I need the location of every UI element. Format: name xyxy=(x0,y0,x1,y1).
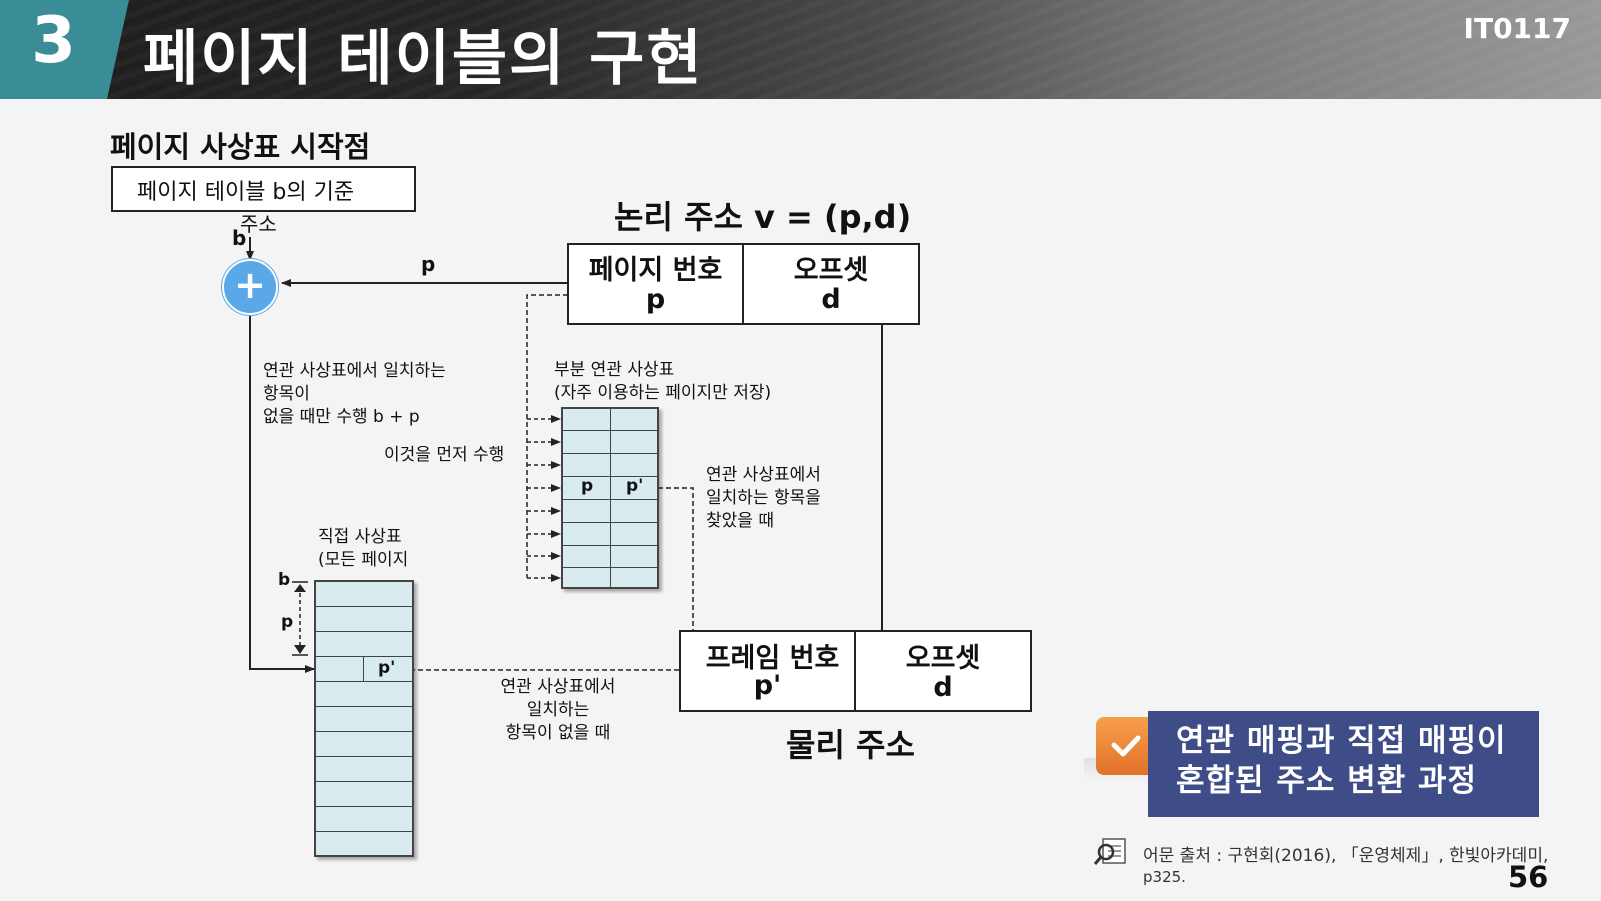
title-line: 부분 연관 사상표 xyxy=(554,360,675,380)
note-line: 일치하는 항목을 xyxy=(706,488,821,508)
partial-table-title: 부분 연관 사상표 (자주 이용하는 페이지만 저장) xyxy=(554,359,771,405)
partial-row-p: p xyxy=(581,476,594,496)
assoc-found-note: 연관 사상표에서 일치하는 항목을 찾았을 때 xyxy=(706,464,821,533)
note-line: 없을 때만 수행 b + p xyxy=(263,407,420,427)
direct-p-label: p xyxy=(281,612,294,632)
title-line: (모든 페이지 xyxy=(318,550,409,570)
base-address-sub: 주소 xyxy=(240,212,277,236)
course-code: IT0117 xyxy=(1463,12,1571,45)
check-icon xyxy=(1111,735,1141,757)
source-citation-page: p325. xyxy=(1143,868,1186,886)
frame-header: 프레임 번호 xyxy=(705,643,840,674)
direct-b-label: b xyxy=(278,570,291,590)
chapter-badge xyxy=(0,0,129,99)
do-first-note: 이것을 먼저 수행 xyxy=(384,445,505,465)
chapter-number: 3 xyxy=(31,4,76,78)
base-address-box xyxy=(111,166,416,212)
callout-tab xyxy=(1096,717,1152,775)
frame-cell xyxy=(679,630,856,712)
physical-offset-cell xyxy=(854,630,1032,712)
page-number: 56 xyxy=(1508,860,1549,894)
source-citation: 어문 출처 : 구현회(2016), 「운영체제」, 한빛아카데미, xyxy=(1143,846,1549,866)
summary-callout: 연관 매핑과 직접 매핑이 혼합된 주소 변환 과정 xyxy=(1148,711,1539,817)
arrow-p-label: p xyxy=(421,252,436,276)
direct-table-title: 직접 사상표 (모든 페이지 xyxy=(318,526,408,572)
partial-row-pprime: p' xyxy=(626,476,644,496)
note-line: 일치하는 xyxy=(526,700,590,720)
note-line: 찾았을 때 xyxy=(706,511,774,531)
note-line: 항목이 xyxy=(263,384,310,404)
frame-value: p' xyxy=(753,670,782,701)
note-line: 연관 사상표에서 xyxy=(500,677,616,697)
search-document-icon xyxy=(1093,838,1126,865)
callout-line-1: 연관 매핑과 직접 매핑이 xyxy=(1176,723,1507,759)
page-table-start-heading: 페이지 사상표 시작점 xyxy=(110,130,371,164)
physical-address-title: 물리 주소 xyxy=(786,726,915,764)
assoc-not-found-note: 연관 사상표에서 일치하는 항목이 없을 때만 수행 b + p xyxy=(263,360,446,429)
logical-offset-value: d xyxy=(821,284,841,315)
title-line: 직접 사상표 xyxy=(318,527,402,547)
logical-offset-cell xyxy=(742,243,920,325)
physical-offset-header: 오프셋 xyxy=(905,643,981,674)
direct-row-pprime: p' xyxy=(378,658,396,678)
logical-offset-header: 오프셋 xyxy=(793,255,869,286)
note-line: 항목이 없을 때 xyxy=(505,723,611,743)
note-line: 연관 사상표에서 xyxy=(706,465,821,485)
header-bar xyxy=(0,0,1601,99)
base-b-label: b xyxy=(232,226,247,250)
note-line: 연관 사상표에서 일치하는 xyxy=(263,361,446,381)
callout-line-2: 혼합된 주소 변환 과정 xyxy=(1176,763,1478,799)
plus-icon: + xyxy=(234,263,266,307)
physical-offset-value: d xyxy=(933,672,953,703)
partial-assoc-table xyxy=(561,407,659,589)
direct-table xyxy=(314,580,414,857)
adder-circle xyxy=(222,259,278,315)
logical-address-title: 논리 주소 v = (p,d) xyxy=(614,198,912,236)
slide-title: 페이지 테이블의 구현 xyxy=(143,24,704,94)
logical-page-header: 페이지 번호 xyxy=(588,255,723,286)
title-line: (자주 이용하는 페이지만 저장) xyxy=(554,383,772,403)
base-address-label: 페이지 테이블 b의 기준 xyxy=(137,180,355,205)
assoc-missing-note: 연관 사상표에서 일치하는 항목이 없을 때 xyxy=(496,676,620,745)
logical-page-value: p xyxy=(645,284,666,315)
